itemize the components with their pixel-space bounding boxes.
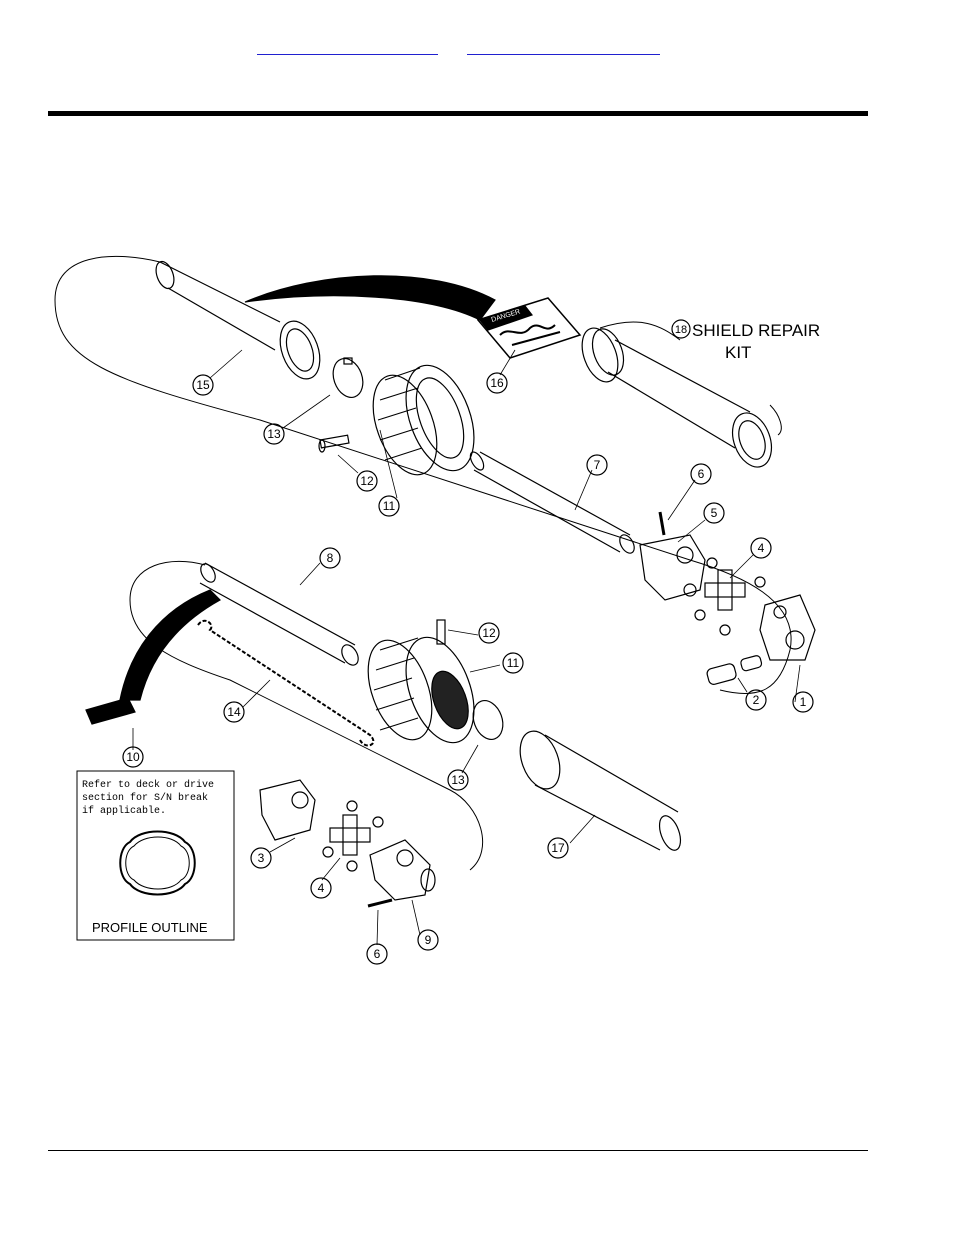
callout-9: 9 [418,930,438,950]
inner-yoke [640,535,705,600]
outer-tube-lower-17 [513,726,685,853]
callout-4-lower: 4 [311,878,331,898]
profile-note-box: Refer to deck or drive section for S/N b… [77,771,234,940]
shield-kit-line-2: KIT [725,343,751,362]
leader-lines [133,350,800,945]
callout-6-upper: 6 [691,464,711,484]
callout-13-upper-label: 13 [267,427,281,441]
small-decal [86,698,135,724]
decal-arrow-lower [120,590,220,700]
callout-10-label: 10 [126,750,140,764]
callout-13-lower: 13 [448,770,468,790]
decal-arrow-upper [245,276,495,320]
callout-7: 7 [587,455,607,475]
callout-13-upper: 13 [264,424,284,444]
callout-6-upper-label: 6 [698,467,705,481]
callout-17: 17 [548,838,568,858]
callout-14: 14 [224,702,244,722]
callout-3: 3 [251,848,271,868]
retainer-collar-upper [328,354,368,401]
shield-cone-lower [356,628,487,752]
callout-16: 16 [487,373,507,393]
callout-18-label: 18 [675,324,687,336]
lock-pin-spring [706,655,762,686]
callout-8: 8 [320,548,340,568]
callout-4-upper-label: 4 [758,541,765,555]
spring-pin-lower [368,900,392,906]
note-line-1: Refer to deck or drive [82,779,214,791]
callout-4-upper: 4 [751,538,771,558]
note-line-2: section for S/N break [82,792,208,804]
profile-label: PROFILE OUTLINE [92,920,208,935]
callout-18: 18 SHIELD REPAIR KIT [672,320,820,362]
callout-6-lower-label: 6 [374,947,381,961]
spring-pin-upper [660,512,664,535]
callout-1: 1 [793,692,813,712]
callout-12-upper: 12 [357,471,377,491]
danger-decal: DANGER [478,298,580,358]
callout-11-upper-label: 11 [383,499,396,513]
outer-tube-upper [153,259,327,384]
callout-5-label: 5 [711,506,718,520]
callout-12-lower-label: 12 [482,626,496,640]
inner-yoke-lower [370,840,435,900]
callout-4-lower-label: 4 [318,881,325,895]
inner-tube [468,450,638,556]
callout-15-label: 15 [196,378,210,392]
callout-5: 5 [704,503,724,523]
shield-kit-line-1: SHIELD REPAIR [692,321,820,340]
callout-16-label: 16 [490,376,504,390]
callout-2-label: 2 [753,693,760,707]
callout-6-lower: 6 [367,944,387,964]
callout-13-lower-label: 13 [451,773,465,787]
callout-11-lower-label: 11 [507,656,520,670]
splined-yoke [760,595,815,660]
profile-outline-shape [120,832,195,895]
callout-17-label: 17 [551,841,565,855]
callout-14-label: 14 [227,705,241,719]
callout-15: 15 [193,375,213,395]
footer-rule [48,1150,868,1151]
callout-8-label: 8 [327,551,334,565]
callout-12-lower: 12 [479,623,499,643]
callout-11-lower: 11 [503,653,523,673]
callout-3-label: 3 [258,851,265,865]
end-yoke-lower [260,780,315,840]
cross-bearing-kit-lower [323,801,383,871]
note-line-3: if applicable. [82,805,166,817]
shield-cone-upper [361,356,487,483]
callout-1-label: 1 [800,695,807,709]
callout-11-upper: 11 [379,496,399,516]
callout-10: 10 [123,747,143,767]
cross-bearing-kit-upper [695,558,765,635]
callout-7-label: 7 [594,458,601,472]
outer-tube-lower [198,561,362,668]
callout-12-upper-label: 12 [360,474,374,488]
callout-2: 2 [746,690,766,710]
callout-9-label: 9 [425,933,432,947]
safety-chain [198,621,373,746]
